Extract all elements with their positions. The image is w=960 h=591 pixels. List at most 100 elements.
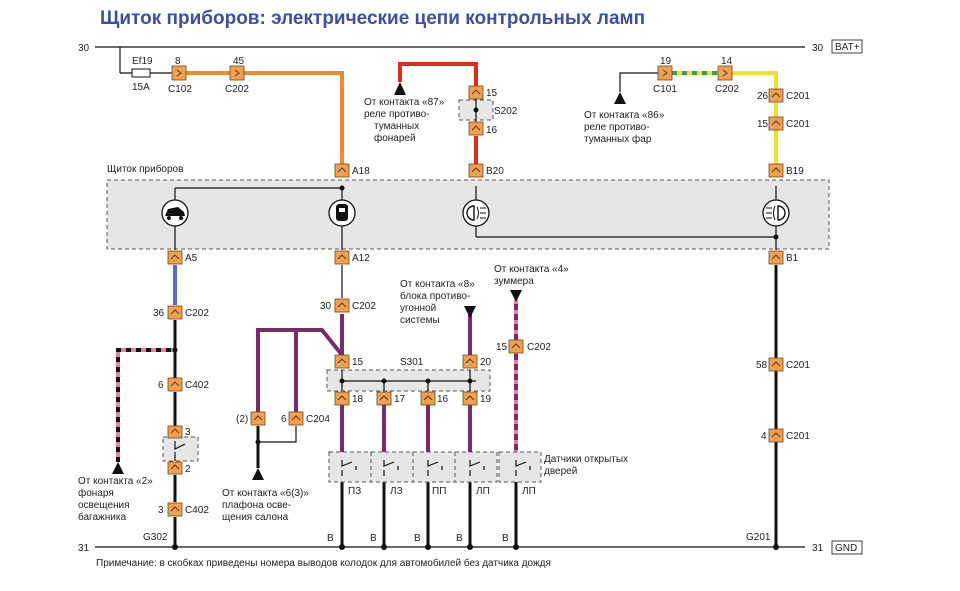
door-sensor-switches: ПЗ ЛЗ ПП ЛП ЛП (328, 451, 542, 497)
switch-label-pp: ПП (432, 486, 446, 497)
connector-sw-top (167, 425, 183, 439)
svg-text:туманных фар: туманных фар (584, 133, 652, 145)
svg-text:30: 30 (78, 43, 90, 54)
terminal-arrows (112, 82, 626, 480)
svg-text:B: B (502, 533, 509, 544)
svg-text:58: 58 (756, 360, 768, 371)
svg-text:освещения: освещения (78, 500, 130, 511)
connector-s301-15 (334, 354, 350, 369)
connector-s301-19 (462, 391, 478, 406)
trunk-switch-box (162, 436, 199, 462)
svg-text:15: 15 (496, 342, 508, 353)
switch-label-pz: ПЗ (348, 486, 361, 497)
source-labels: От контакта «87» реле противо- туманных … (78, 97, 665, 523)
svg-text:B: B (414, 533, 421, 544)
connector-c201c (768, 357, 784, 372)
connector-a12 (334, 250, 350, 265)
gnd-label: GND (835, 543, 857, 554)
svg-text:18: 18 (352, 394, 364, 405)
svg-text:B20: B20 (486, 166, 504, 177)
connector-c202e (508, 339, 524, 354)
svg-text:C201: C201 (786, 91, 810, 102)
panel-label: Щиток приборов (107, 163, 183, 175)
connector-c402a (167, 377, 183, 392)
connector-s301-18 (334, 391, 350, 406)
connector-c204-left (250, 411, 266, 426)
connector-c202a (229, 65, 245, 81)
connector-sw-bot (167, 461, 183, 475)
svg-text:реле противо-: реле противо- (584, 122, 650, 133)
connector-c204-right (288, 411, 304, 426)
svg-text:фонаря: фонаря (78, 487, 114, 499)
svg-text:дверей: дверей (544, 466, 577, 477)
svg-text:A18: A18 (352, 166, 370, 177)
switch-label-lp: ЛП (476, 486, 490, 497)
svg-text:От контакта «4»: От контакта «4» (494, 264, 569, 275)
connector-c201a (768, 88, 784, 103)
svg-text:G201: G201 (746, 532, 771, 543)
connector-c101 (657, 65, 673, 81)
fuse-ef19: Ef19 15A (131, 56, 153, 93)
svg-text:щения салона: щения салона (222, 512, 289, 523)
svg-text:плафона осве-: плафона осве- (222, 499, 291, 511)
svg-text:S202: S202 (494, 106, 518, 117)
switch-label-lz: ЛЗ (390, 486, 403, 497)
svg-text:реле противо-: реле противо- (364, 109, 430, 120)
svg-text:C201: C201 (786, 431, 810, 442)
svg-text:S301: S301 (400, 357, 424, 368)
svg-text:45: 45 (233, 56, 245, 67)
bat-rail: 30 30 BAT+ (78, 39, 863, 54)
connectors (167, 65, 784, 517)
connector-a18 (334, 163, 350, 178)
door-open-lamp-icon (328, 199, 356, 227)
svg-text:От контакта «8»: От контакта «8» (400, 279, 475, 290)
svg-text:16: 16 (486, 125, 498, 136)
svg-text:26: 26 (757, 91, 769, 102)
svg-text:багажника: багажника (78, 511, 126, 523)
svg-text:Датчики открытых: Датчики открытых (544, 454, 628, 465)
svg-text:14: 14 (721, 56, 733, 67)
svg-text:31: 31 (812, 543, 824, 554)
connector-labels: 8 C102 45 C202 19 C101 14 C202 15 S202 1… (143, 56, 810, 544)
svg-text:C201: C201 (786, 119, 810, 130)
svg-text:8: 8 (175, 56, 181, 67)
connector-s202-top (468, 85, 484, 100)
svg-text:30: 30 (320, 301, 332, 312)
svg-text:Ef19: Ef19 (132, 56, 153, 67)
svg-text:C402: C402 (185, 380, 209, 391)
connector-s301-20 (462, 354, 478, 369)
connector-c201b (768, 116, 784, 131)
svg-text:2: 2 (185, 464, 191, 475)
svg-text:3: 3 (158, 505, 164, 516)
svg-text:3: 3 (185, 427, 191, 438)
connector-c202b (717, 65, 733, 81)
connector-c102 (171, 65, 187, 81)
gnd-rail: 31 31 GND (78, 540, 863, 555)
svg-text:C202: C202 (715, 84, 739, 95)
svg-text:17: 17 (394, 394, 406, 405)
svg-text:4: 4 (761, 431, 767, 442)
svg-text:От контакта «87»: От контакта «87» (364, 97, 445, 108)
connector-c402b (167, 502, 183, 517)
connector-s301-16 (420, 391, 436, 406)
connector-c202c (167, 305, 183, 320)
svg-text:C201: C201 (786, 360, 810, 371)
svg-text:C204: C204 (306, 414, 330, 425)
connector-b1 (768, 250, 784, 265)
rear-fog-lamp-icon (462, 199, 490, 227)
svg-text:B: B (370, 533, 377, 544)
diagram-title: Щиток приборов: электрические цепи контр… (100, 8, 646, 29)
svg-text:C101: C101 (653, 84, 677, 95)
svg-text:A5: A5 (185, 253, 198, 264)
svg-text:20: 20 (480, 357, 492, 368)
svg-text:C202: C202 (185, 308, 209, 319)
svg-text:6: 6 (158, 380, 164, 391)
svg-text:угонной: угонной (400, 303, 436, 314)
svg-text:31: 31 (78, 543, 90, 554)
switch-label-lp-2: ЛП (522, 486, 536, 497)
svg-text:C402: C402 (185, 505, 209, 516)
svg-text:зуммера: зуммера (494, 276, 534, 287)
svg-text:16: 16 (437, 394, 449, 405)
svg-text:6: 6 (281, 414, 287, 425)
